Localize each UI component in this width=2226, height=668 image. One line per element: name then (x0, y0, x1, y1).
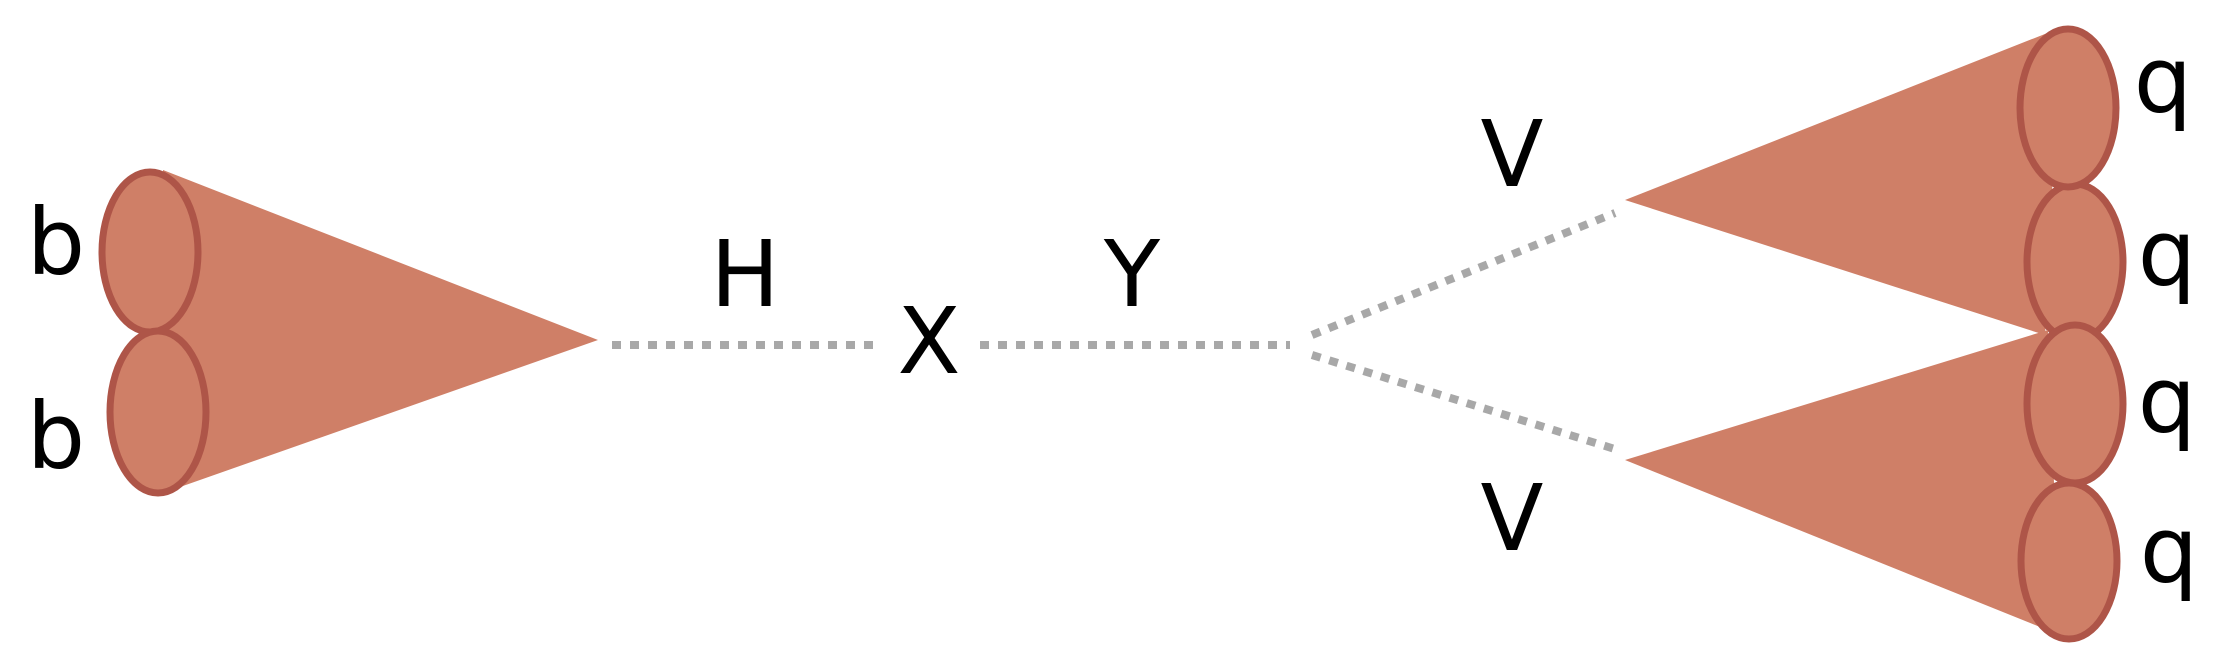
b-jet-pair (98, 168, 598, 497)
v-top-propagator (1310, 209, 1617, 339)
q-jet-3-ellipse (2023, 321, 2127, 487)
q-jet-2-ellipse (2016, 25, 2120, 191)
b-jet-top-ellipse (98, 168, 202, 336)
q-jet-cone-bottom (1625, 330, 2060, 635)
label-b-top: b (27, 189, 85, 296)
label-q-2: q (2138, 200, 2196, 307)
label-y: Y (1103, 221, 1161, 328)
b-jet-bottom-ellipse (106, 327, 210, 497)
q-jet-pair-bottom (1625, 321, 2127, 643)
label-x: X (897, 288, 960, 395)
label-q-3: q (2138, 347, 2196, 454)
b-jet-cone (163, 170, 598, 493)
label-q-1: q (2134, 27, 2192, 134)
label-v-top: V (1481, 101, 1544, 208)
q-jet-1-ellipse (2023, 180, 2127, 344)
q-jet-4-ellipse (2017, 479, 2121, 643)
label-v-bottom: V (1481, 465, 1544, 572)
label-b-bottom: b (27, 383, 85, 490)
v-bottom-propagator (1310, 351, 1620, 454)
propagators (612, 209, 1620, 454)
q-jet-pair-top (1625, 25, 2127, 344)
label-q-4: q (2140, 497, 2198, 604)
q-jet-cone-top (1625, 28, 2060, 335)
label-h: H (710, 221, 779, 328)
